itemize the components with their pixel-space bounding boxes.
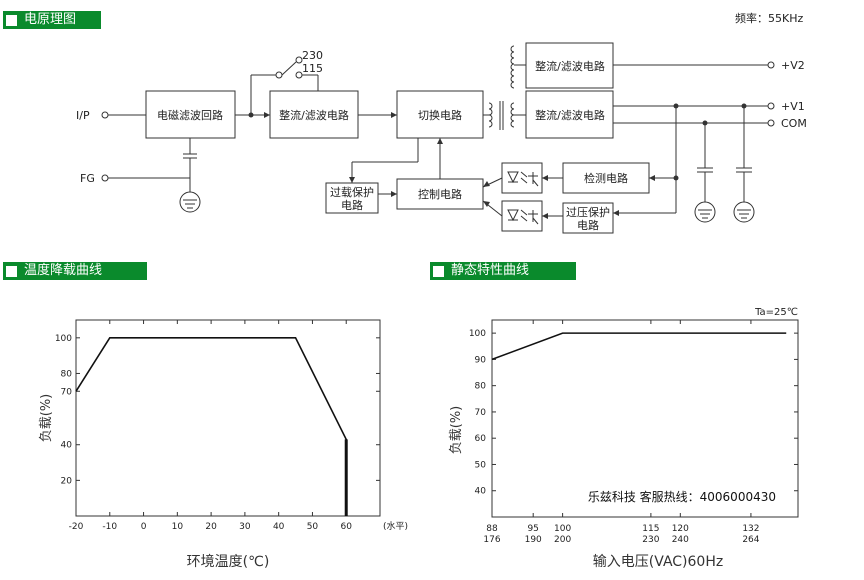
output-com-label: COM xyxy=(781,117,807,130)
y-tick-label: 70 xyxy=(61,387,73,397)
x-tick-label-top: 100 xyxy=(554,524,571,534)
y-tick-label: 80 xyxy=(61,369,73,379)
x-tick-label: 40 xyxy=(273,522,285,532)
watermark-text: 乐兹科技 客服热线：4006000430 xyxy=(588,489,776,504)
rect-v2-label: 整流/滤波电路 xyxy=(535,59,605,73)
x-tick-label-top: 115 xyxy=(642,524,659,534)
section-header-derating: 温度降载曲线 xyxy=(3,262,147,280)
section-title-derating: 温度降载曲线 xyxy=(24,263,103,278)
derating-chart: -20 -10 0 10 20 30 40 50 60 20 40 70 80 100 (水平) 环境温度(℃… xyxy=(39,319,408,570)
optocoupler-icon xyxy=(507,171,539,225)
x-tick-label-top: 88 xyxy=(486,524,498,534)
y-tick-label: 80 xyxy=(475,382,487,392)
switching-label: 切换电路 xyxy=(418,108,462,122)
y-axis-label: 负载(%) xyxy=(449,406,464,455)
rect1-label: 整流/滤波电路 xyxy=(279,108,349,122)
plot-frame xyxy=(491,319,799,518)
section-header-static: 静态特性曲线 xyxy=(430,262,576,280)
x-tick-label: 50 xyxy=(307,522,319,532)
x-tick-label-bottom: 230 xyxy=(642,535,659,545)
section-title-static: 静态特性曲线 xyxy=(451,263,530,278)
x-axis-label: 环境温度(℃) xyxy=(187,554,270,570)
output-v1-label: +V1 xyxy=(781,100,805,113)
x-tick-label-bottom: 240 xyxy=(672,535,689,545)
emi-label: 电磁滤波回路 xyxy=(157,109,223,122)
derating-curve xyxy=(75,337,348,516)
frequency-label: 频率：55KHz xyxy=(735,12,804,25)
y-tick-label: 100 xyxy=(469,329,486,339)
x-tick-label: -10 xyxy=(102,522,117,532)
switch-230-label: 230 xyxy=(302,49,323,62)
y-tick-label: 50 xyxy=(475,460,487,470)
x-tick-label-bottom: 264 xyxy=(742,535,759,545)
block-diagram: I/P FG 230 115 电磁滤波回路 整流/滤波电路 切换电路 整流/滤波… xyxy=(76,42,807,234)
y-tick-label: 40 xyxy=(475,487,487,497)
ground-icon xyxy=(179,191,755,223)
output-v2-label: +V2 xyxy=(781,59,805,72)
section-title-block: 电原理图 xyxy=(24,12,77,27)
x-unit-label: (水平) xyxy=(383,520,408,532)
box-opto2 xyxy=(501,200,543,232)
square-icon xyxy=(6,265,17,277)
ovvp-label-a: 过压保护 xyxy=(566,205,610,219)
x-tick-label: 60 xyxy=(340,522,352,532)
x-tick-label-bottom: 190 xyxy=(525,535,542,545)
x-tick-label-top: 95 xyxy=(527,524,538,534)
x-tick-label: 20 xyxy=(205,522,217,532)
control-label: 控制电路 xyxy=(418,187,462,201)
y-tick-label: 100 xyxy=(55,334,72,344)
y-tick-label: 70 xyxy=(475,408,487,418)
ovp-label-a: 过载保护 xyxy=(330,185,374,199)
x-tick-label: 10 xyxy=(172,522,184,532)
x-tick-label-bottom: 200 xyxy=(554,535,571,545)
switch-115-label: 115 xyxy=(302,62,323,75)
input-fg-label: FG xyxy=(80,172,95,185)
ovp-label-b: 电路 xyxy=(341,199,363,212)
y-tick-label: 60 xyxy=(475,434,487,444)
box-ovvp xyxy=(562,202,614,234)
static-curve xyxy=(491,332,787,361)
y-tick-label: 20 xyxy=(61,476,73,486)
box-opto1 xyxy=(501,162,543,194)
plot-frame xyxy=(75,319,381,517)
rect-v1-label: 整流/滤波电路 xyxy=(535,108,605,122)
y-tick-label: 40 xyxy=(61,441,73,451)
x-axis-label: 输入电压(VAC)60Hz xyxy=(593,554,723,570)
square-icon xyxy=(433,265,444,277)
section-header-block: 电原理图 xyxy=(3,11,101,29)
x-tick-label-bottom: 176 xyxy=(483,535,500,545)
x-tick-label: 0 xyxy=(141,522,147,532)
square-icon xyxy=(6,14,17,26)
detect-label: 检测电路 xyxy=(584,171,628,185)
x-tick-label: -20 xyxy=(69,522,84,532)
static-chart: 8817695190100200115230120240132264405060… xyxy=(449,307,799,570)
y-tick-label: 90 xyxy=(475,355,487,365)
y-axis-label: 负载(%) xyxy=(39,394,54,443)
ovvp-label-b: 电路 xyxy=(577,219,599,232)
x-tick-label-top: 132 xyxy=(742,524,759,534)
x-tick-label: 30 xyxy=(239,522,251,532)
x-tick-label-top: 120 xyxy=(672,524,689,534)
input-ip-label: I/P xyxy=(76,109,90,122)
temperature-annotation: Ta=25℃ xyxy=(754,307,798,318)
